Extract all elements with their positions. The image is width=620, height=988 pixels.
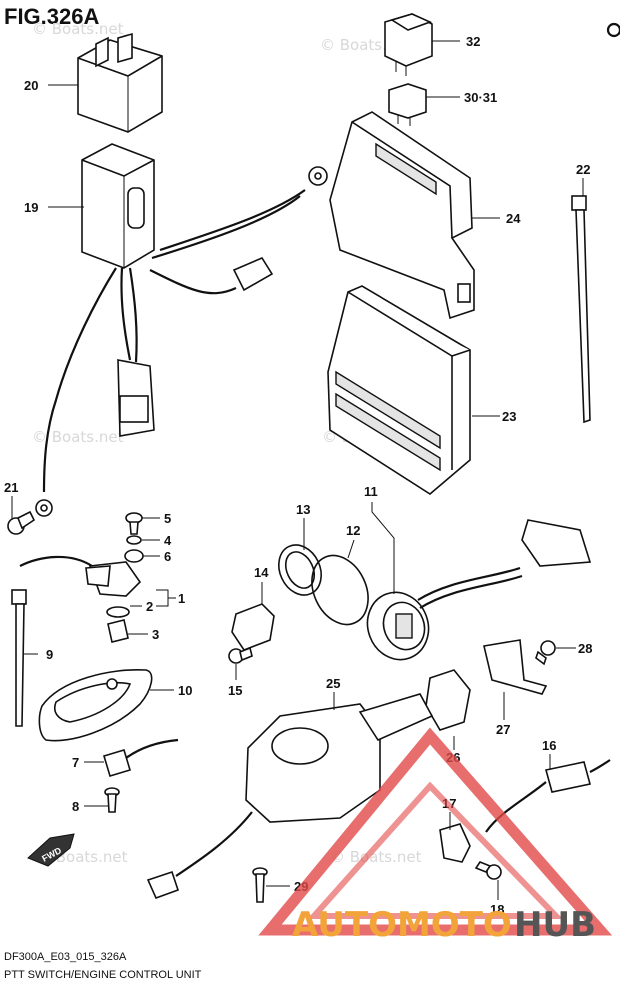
part-4-washer (126, 535, 142, 545)
callout-6: 6 (164, 549, 171, 564)
part-17-clamp (439, 823, 471, 863)
part-12-o-ring (311, 554, 369, 626)
watermark: © Boats.net (32, 20, 124, 38)
part-10-panel (38, 669, 153, 742)
leader-lines (11, 40, 584, 900)
part-15-bolt (228, 646, 253, 664)
part-32-relay (384, 13, 433, 76)
callout-4: 4 (164, 533, 172, 548)
watermark: © Boats.net (330, 848, 422, 866)
part-11-ptt-switch (366, 519, 592, 661)
part-23-ecu (327, 285, 471, 495)
part-9-cable-tie (11, 589, 27, 727)
callout-5: 5 (164, 511, 171, 526)
callout-14: 14 (254, 565, 269, 580)
callout-7: 7 (72, 755, 79, 770)
part-24-bracket (329, 111, 475, 320)
part-3-clip (107, 619, 129, 643)
part-19-module (35, 143, 328, 517)
copyright-mark-icon (606, 22, 620, 38)
callout-9: 9 (46, 647, 53, 662)
callout-28: 28 (578, 641, 592, 656)
part-6-grommet (124, 549, 144, 563)
callout-30-31: 30·31 (464, 90, 497, 105)
part-13-ring (278, 544, 322, 596)
figure-caption: PTT SWITCH/ENGINE CONTROL UNIT (4, 969, 202, 981)
callout-16: 16 (542, 738, 556, 753)
figure-title: FIG.326A (4, 4, 99, 29)
callout-3: 3 (152, 627, 159, 642)
part-27-bracket (483, 639, 548, 695)
callout-labels: 32 30·31 20 19 24 22 23 21 5 4 6 2 1 3 9… (4, 34, 592, 917)
logo-text-hub: HUB (514, 905, 596, 945)
callout-21: 21 (4, 480, 18, 495)
callout-19: 19 (24, 200, 38, 215)
callout-24: 24 (506, 211, 521, 226)
callout-2: 2 (146, 599, 153, 614)
part-21-bolt (7, 510, 36, 535)
callout-10: 10 (178, 683, 192, 698)
callout-1: 1 (178, 591, 185, 606)
watermark: © Boats.net (32, 428, 124, 446)
logo-text-automoto: AUTOMOTO (292, 905, 512, 945)
callout-27: 27 (496, 722, 510, 737)
callout-11: 11 (364, 484, 378, 499)
callout-15: 15 (228, 683, 242, 698)
part-16-connector (485, 759, 611, 833)
part-2-switch (19, 555, 142, 618)
callout-13: 13 (296, 502, 310, 517)
warning-triangle-icon (258, 727, 613, 936)
part-28-bolt (535, 640, 556, 666)
automotohub-logo: AUTOMOTO HUB (258, 727, 613, 945)
callout-25: 25 (326, 676, 340, 691)
part-26-cover (425, 669, 471, 731)
figure-code: DF300A_E03_015_326A (4, 951, 127, 963)
callout-22: 22 (576, 162, 590, 177)
part-25-motor (146, 693, 434, 900)
callout-12: 12 (346, 523, 360, 538)
callout-32: 32 (466, 34, 480, 49)
part-14-bracket (231, 603, 275, 651)
part-29-bolt (252, 867, 268, 903)
callout-20: 20 (24, 78, 38, 93)
callout-8: 8 (72, 799, 79, 814)
part-20-cap (77, 32, 163, 133)
part-8-bolt (104, 787, 120, 813)
part-18-screw (474, 861, 502, 880)
callout-23: 23 (502, 409, 516, 424)
part-22-cable-tie (571, 195, 591, 424)
part-30-31-relay (388, 83, 427, 126)
part-5-screw (125, 512, 143, 535)
part-7-connector (103, 738, 179, 777)
